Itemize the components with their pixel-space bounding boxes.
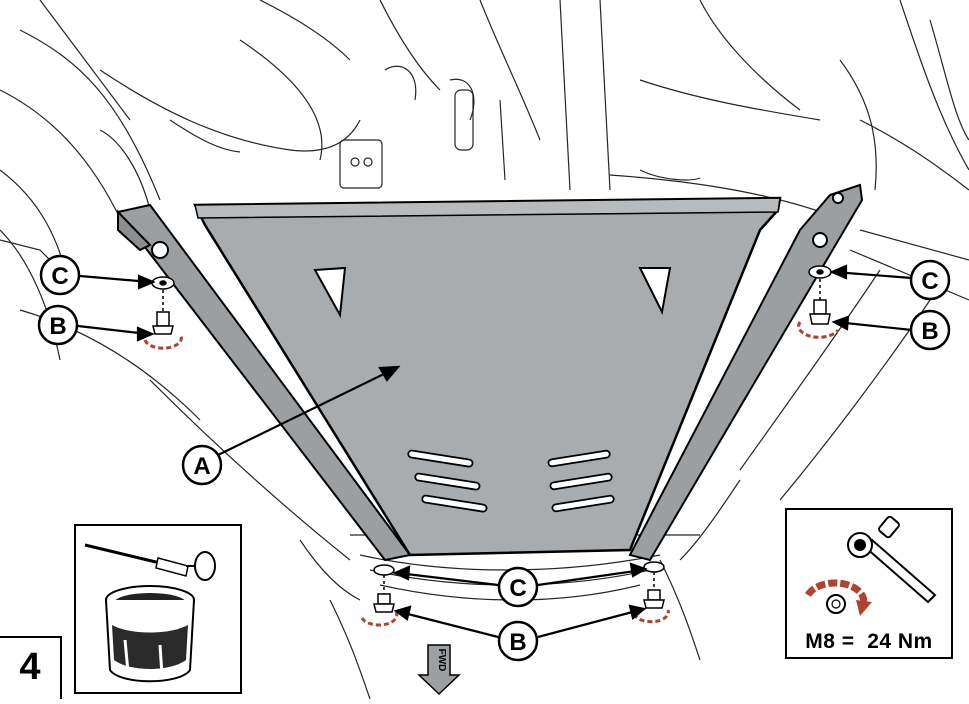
bolt-size: M8 =	[805, 630, 855, 653]
bolt-right-top	[813, 299, 827, 315]
callout-c-bottom: C	[497, 566, 539, 608]
louvre-slots	[407, 449, 615, 513]
svg-text:FWD: FWD	[436, 649, 447, 672]
step-number: 4	[19, 646, 41, 688]
right-mounting-bracket	[628, 183, 864, 562]
paint-brush-icon	[84, 543, 216, 581]
threadlocker-inset	[74, 524, 242, 694]
callout-a: A	[181, 444, 223, 486]
callout-c-right: C	[909, 259, 951, 301]
svg-text:C: C	[51, 263, 68, 290]
rotation-arrow-icon	[804, 579, 872, 616]
svg-text:B: B	[509, 629, 526, 656]
svg-text:A: A	[193, 453, 210, 480]
washer-bottom-left	[373, 564, 395, 576]
svg-text:C: C	[921, 268, 938, 295]
fasteners	[143, 265, 840, 627]
callout-b-bottom: B	[497, 620, 539, 662]
callout-b-left: B	[37, 304, 79, 346]
leader-lines	[77, 264, 913, 639]
torque-wrench-icon	[847, 515, 937, 604]
step-number-box: 4	[0, 636, 62, 699]
bolt-bottom-right	[647, 589, 661, 601]
right-vent-cutout	[638, 267, 672, 316]
torque-spec: M8 = 24 Nm	[784, 630, 954, 654]
callout-c-left: C	[39, 254, 81, 296]
forward-arrow: FWD	[417, 644, 461, 696]
svg-text:B: B	[49, 313, 66, 340]
bolt-bottom-left	[377, 593, 391, 605]
skid-plate	[192, 196, 782, 557]
down-arrow-icon	[417, 644, 461, 696]
rotation-arrow-icon	[143, 335, 183, 350]
washer-bottom-right	[643, 561, 665, 573]
svg-text:B: B	[921, 318, 938, 345]
torque-inset	[785, 508, 953, 659]
svg-text:C: C	[509, 575, 526, 602]
callout-b-right: B	[909, 309, 951, 351]
threadlocker-pot-icon	[105, 585, 195, 683]
left-vent-cutout	[313, 266, 347, 319]
torque-value: 24 Nm	[867, 630, 933, 653]
bolt-left-top	[156, 311, 170, 327]
